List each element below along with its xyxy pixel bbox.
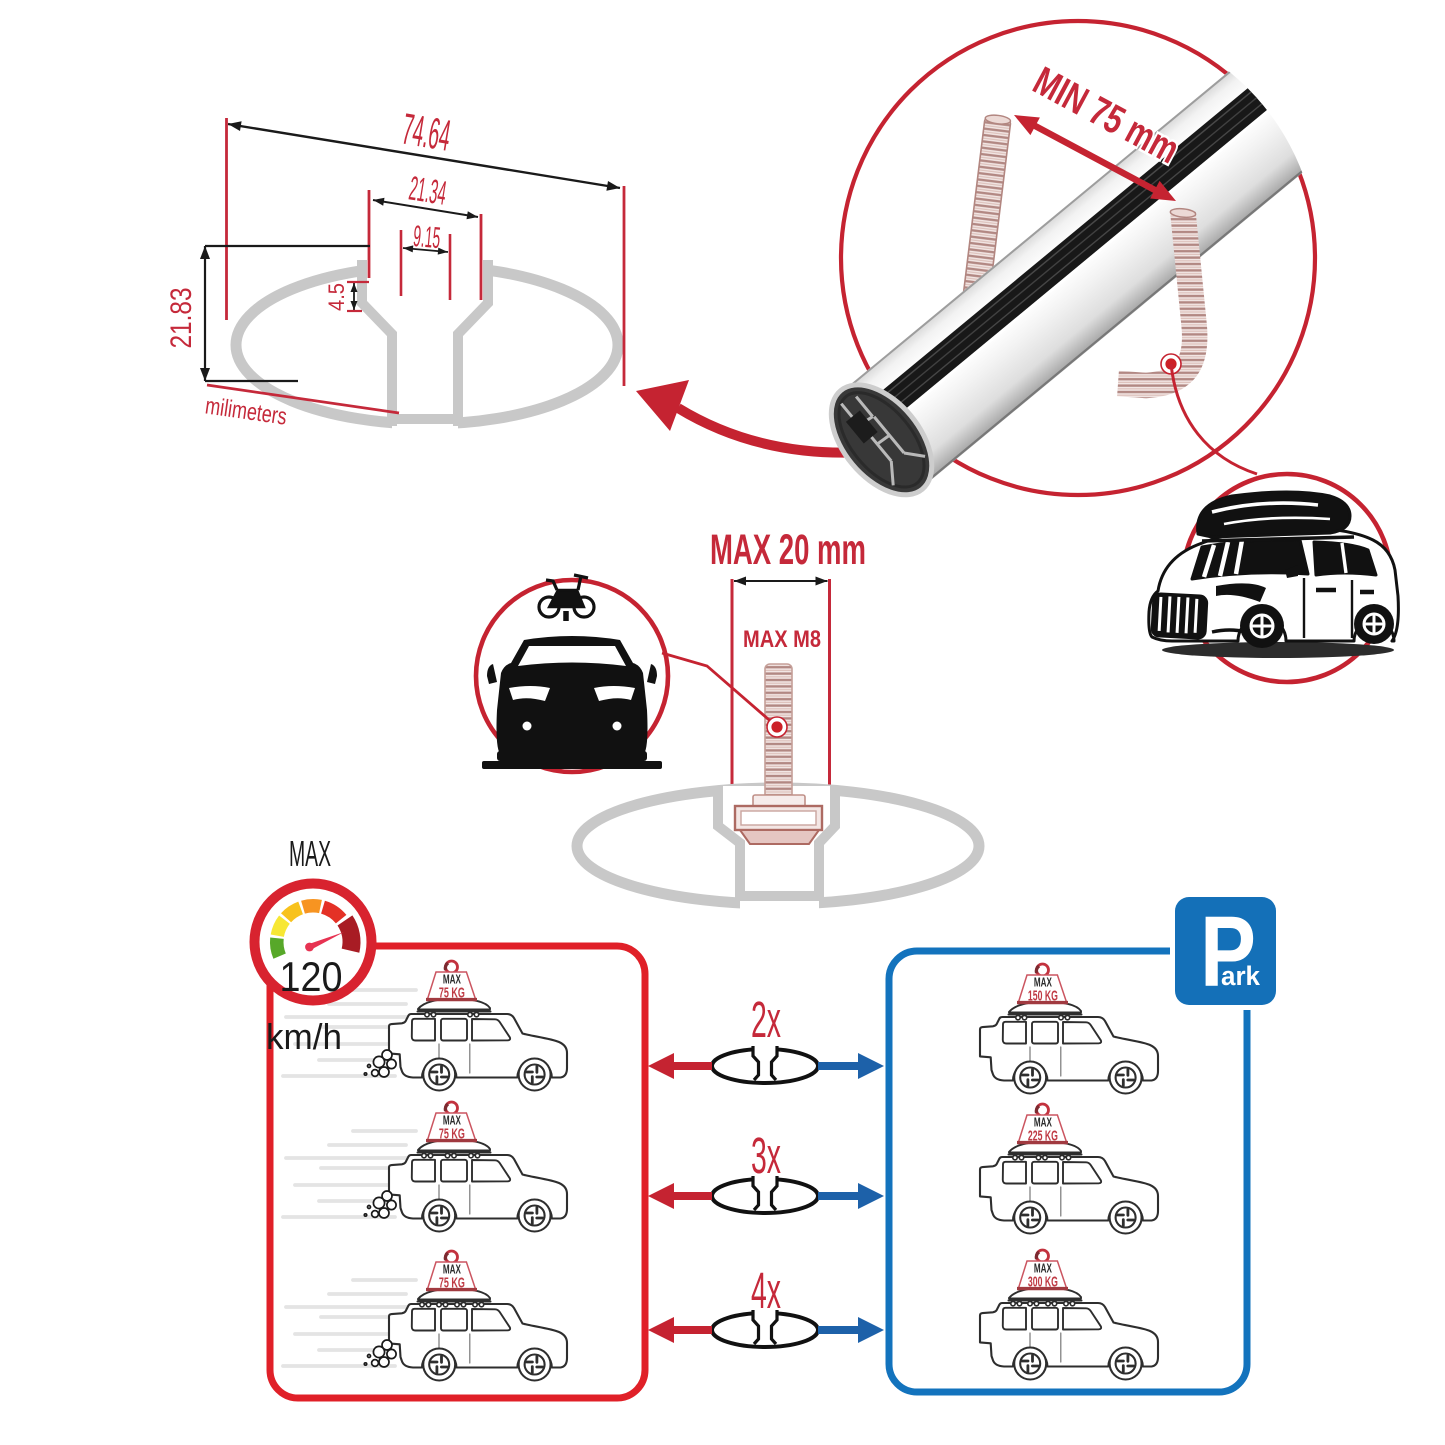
svg-text:4.5: 4.5 xyxy=(324,283,349,311)
svg-text:MAX: MAX xyxy=(1034,1115,1052,1130)
svg-text:MAX: MAX xyxy=(443,1113,461,1128)
svg-text:MAX: MAX xyxy=(443,972,461,987)
svg-text:ark: ark xyxy=(1221,961,1261,991)
svg-text:9.15: 9.15 xyxy=(412,220,442,255)
svg-text:21.83: 21.83 xyxy=(165,288,198,349)
svg-text:MAX: MAX xyxy=(289,833,331,874)
svg-text:75 KG: 75 KG xyxy=(439,984,465,1001)
svg-text:MAX: MAX xyxy=(443,1262,461,1277)
svg-text:21.34: 21.34 xyxy=(406,169,448,212)
svg-text:74.64: 74.64 xyxy=(399,105,454,161)
svg-text:km/h: km/h xyxy=(266,1016,342,1057)
svg-text:MAX M8: MAX M8 xyxy=(743,626,821,653)
svg-text:150 KG: 150 KG xyxy=(1028,987,1058,1004)
svg-text:MAX: MAX xyxy=(1034,1261,1052,1276)
svg-text:300 KG: 300 KG xyxy=(1028,1273,1058,1290)
svg-text:75 KG: 75 KG xyxy=(439,1274,465,1291)
svg-text:75 KG: 75 KG xyxy=(439,1125,465,1142)
svg-text:120: 120 xyxy=(280,953,343,1000)
svg-text:P: P xyxy=(1200,896,1256,1008)
svg-text:MAX 20 mm: MAX 20 mm xyxy=(710,526,866,574)
svg-text:225 KG: 225 KG xyxy=(1028,1127,1058,1144)
svg-text:MAX: MAX xyxy=(1034,975,1052,990)
svg-text:2x: 2x xyxy=(751,991,781,1048)
